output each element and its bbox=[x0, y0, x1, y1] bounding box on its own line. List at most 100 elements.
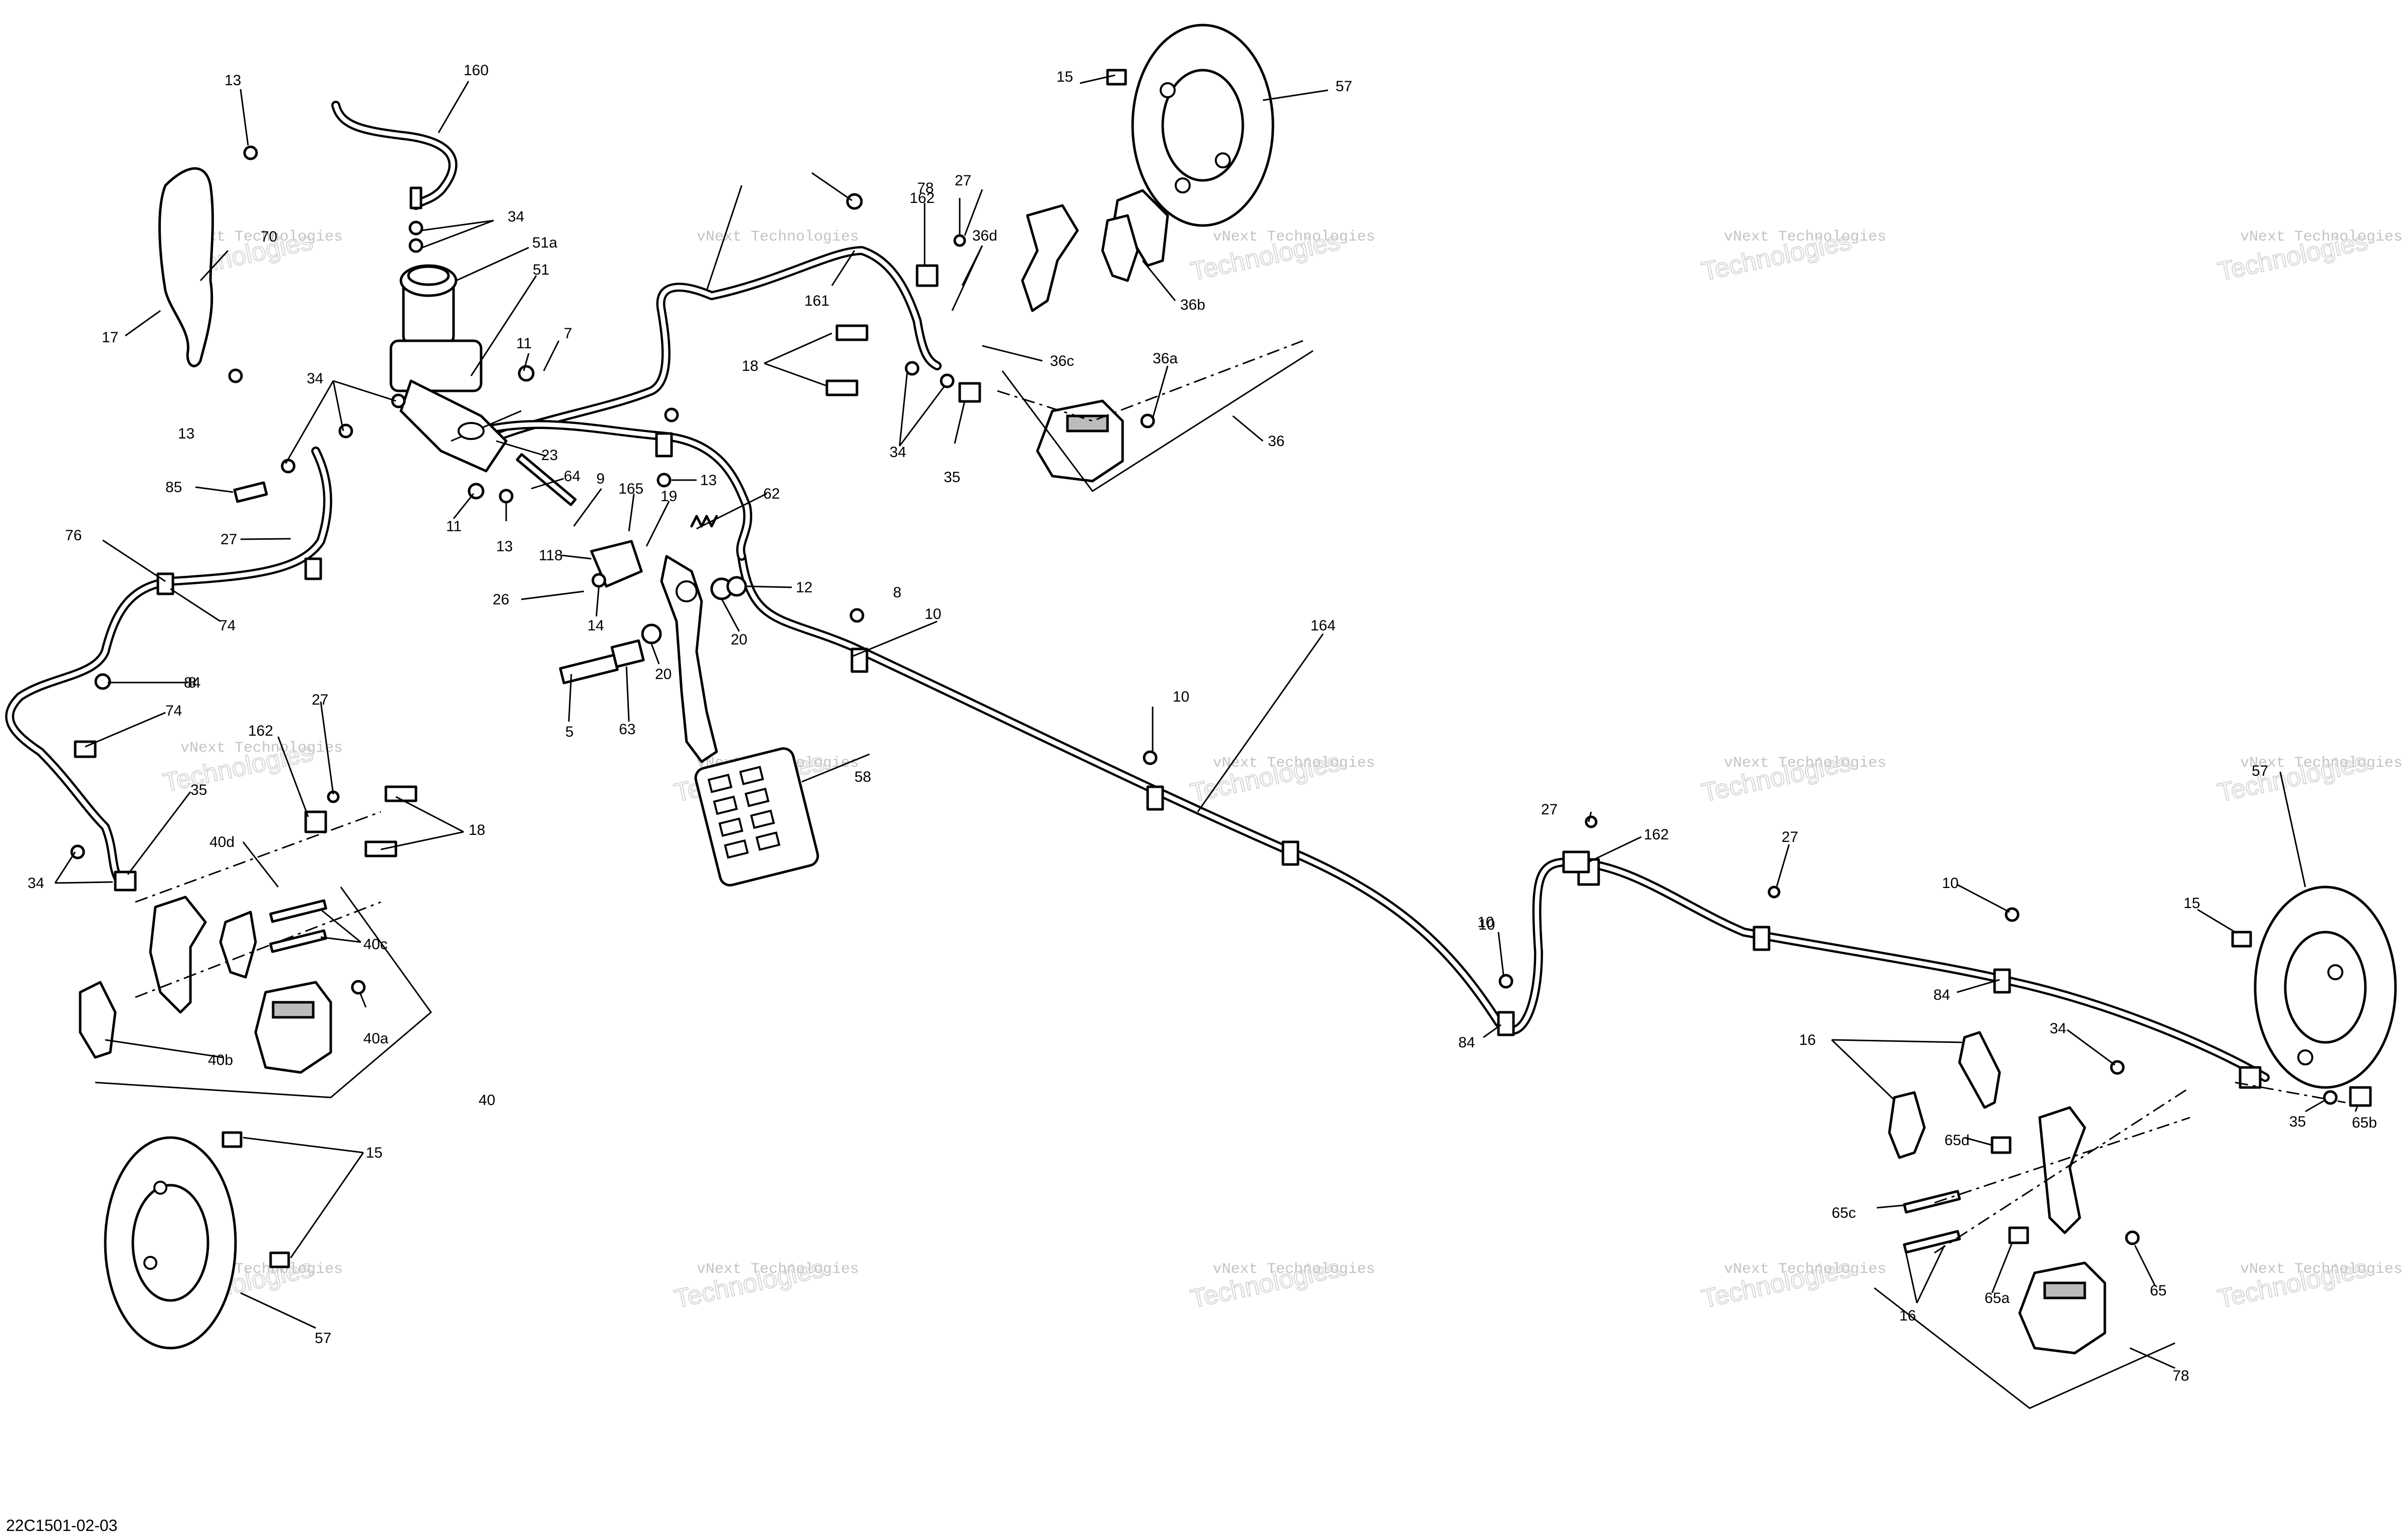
heat-shield-70 bbox=[158, 167, 214, 367]
bolt-16 bbox=[1991, 1136, 2012, 1154]
hose-clip bbox=[1753, 926, 1771, 951]
bolt-15 bbox=[1106, 69, 1127, 86]
callout-label: 160 bbox=[464, 62, 489, 79]
spring-62 bbox=[690, 515, 718, 528]
callout-label: 18 bbox=[742, 358, 758, 374]
pivot-bolt-5 bbox=[559, 653, 619, 685]
callout-label: 57 bbox=[2252, 763, 2268, 779]
callout-label: 65d bbox=[1944, 1132, 1970, 1149]
nut bbox=[499, 489, 514, 504]
callout-label: 36a bbox=[1153, 350, 1178, 367]
washer-34 bbox=[2323, 1090, 2338, 1105]
callout-label: 35 bbox=[2289, 1114, 2306, 1130]
callout-label: 65 bbox=[2150, 1282, 2166, 1299]
bolt-15 bbox=[222, 1131, 243, 1148]
banjo-bolt-35 bbox=[114, 870, 137, 892]
washer-34 bbox=[940, 373, 955, 388]
master-cylinder-body bbox=[399, 379, 508, 473]
hose-bracket-162 bbox=[916, 264, 939, 287]
callout-label: 84 bbox=[184, 675, 200, 691]
callout-label: 40 bbox=[479, 1092, 495, 1109]
callout-label: 15 bbox=[1056, 69, 1073, 85]
callout-label: 19 bbox=[661, 488, 677, 505]
watermark: vNext Technologies bbox=[1213, 1261, 1375, 1278]
callout-label: 27 bbox=[312, 692, 328, 708]
caliper-65 bbox=[2018, 1261, 2106, 1355]
callout-label: 14 bbox=[587, 617, 604, 634]
callout-label: 10 bbox=[1478, 917, 1495, 933]
callout-label: 9 bbox=[596, 471, 605, 487]
brake-pedal-assembly bbox=[516, 453, 819, 887]
watermark: vNext Technologies bbox=[180, 740, 343, 757]
hose-clip bbox=[156, 572, 174, 595]
washer-20 bbox=[641, 623, 662, 644]
callout-label: 65c bbox=[1832, 1205, 1856, 1221]
front-left-brake bbox=[79, 811, 381, 1074]
watermark: vNext Technologies bbox=[697, 229, 859, 246]
callout-label: 36d bbox=[972, 228, 997, 244]
caliper-bracket-36d bbox=[1021, 204, 1079, 312]
callout-label: 20 bbox=[655, 666, 672, 683]
callout-label: 63 bbox=[619, 721, 635, 738]
watermark: vNext Technologies bbox=[697, 1261, 859, 1278]
callout-label: 62 bbox=[763, 486, 780, 502]
watermark: vNext Technologies bbox=[2240, 755, 2402, 772]
watermark: vNext Technologies bbox=[1724, 229, 1886, 246]
nut bbox=[228, 368, 243, 383]
hose-clip bbox=[74, 740, 97, 758]
callout-label: 34 bbox=[2050, 1020, 2066, 1037]
nut bbox=[657, 473, 672, 488]
callout-label: 7 bbox=[564, 325, 572, 342]
washer-34 bbox=[408, 221, 423, 236]
brake-line-center bbox=[477, 420, 752, 561]
hardware bbox=[70, 69, 2372, 1268]
nut bbox=[1768, 886, 1781, 899]
bolt-18 bbox=[384, 785, 417, 802]
washer-34 bbox=[391, 393, 406, 408]
callout-label: 27 bbox=[1782, 829, 1798, 845]
callout-label: 11 bbox=[516, 335, 532, 352]
callout-label: 162 bbox=[248, 723, 273, 739]
caliper-pin-65d bbox=[1903, 1190, 1961, 1214]
washer-34 bbox=[70, 844, 85, 859]
callout-label: 16 bbox=[1799, 1032, 1816, 1048]
caliper-40 bbox=[254, 981, 332, 1074]
callout-label: 12 bbox=[796, 579, 812, 596]
master-cylinder-51 bbox=[389, 339, 483, 392]
callout-label: 65a bbox=[1985, 1290, 2010, 1306]
hose-clip bbox=[1146, 785, 1164, 811]
callout-label: 27 bbox=[221, 531, 237, 548]
callout-label: 40d bbox=[209, 834, 235, 850]
watermark: vNext Technologies bbox=[1213, 755, 1375, 772]
callout-label: 10 bbox=[1477, 914, 1494, 931]
brake-line-161 bbox=[472, 246, 942, 451]
caliper-bracket-40d bbox=[149, 896, 207, 1014]
bolt-15 bbox=[269, 1251, 290, 1268]
callout-label: 13 bbox=[178, 425, 194, 442]
callout-label: 58 bbox=[854, 769, 871, 785]
watermark: vNext Technologies bbox=[2240, 229, 2402, 246]
callout-label: 36c bbox=[1050, 353, 1074, 369]
callout-label: 18 bbox=[469, 822, 485, 838]
washer-34 bbox=[905, 361, 920, 376]
front-left-disc bbox=[104, 1136, 237, 1350]
brake-pad-65b bbox=[1888, 1091, 1926, 1159]
bleeder-36a bbox=[1140, 413, 1155, 428]
washer-34 bbox=[281, 459, 296, 474]
brake-pad-40b bbox=[79, 981, 117, 1059]
washer-34 bbox=[338, 423, 353, 438]
callout-label: 8 bbox=[188, 675, 196, 691]
callout-label: 5 bbox=[565, 724, 574, 740]
hose-clip bbox=[655, 432, 673, 458]
brake-line-164 bbox=[737, 552, 2270, 1082]
callout-label: 74 bbox=[219, 617, 236, 634]
callout-label: 84 bbox=[1933, 987, 1950, 1003]
bolt-16 bbox=[2008, 1226, 2029, 1244]
watermark: vNext Technologies bbox=[1724, 1261, 1886, 1278]
callout-label: 51 bbox=[533, 262, 549, 278]
bolt-85 bbox=[233, 481, 268, 503]
nut bbox=[1585, 815, 1598, 828]
callout-label: 10 bbox=[1942, 875, 1958, 892]
diagram-reference-code: 22C1501-02-03 bbox=[6, 1516, 117, 1534]
